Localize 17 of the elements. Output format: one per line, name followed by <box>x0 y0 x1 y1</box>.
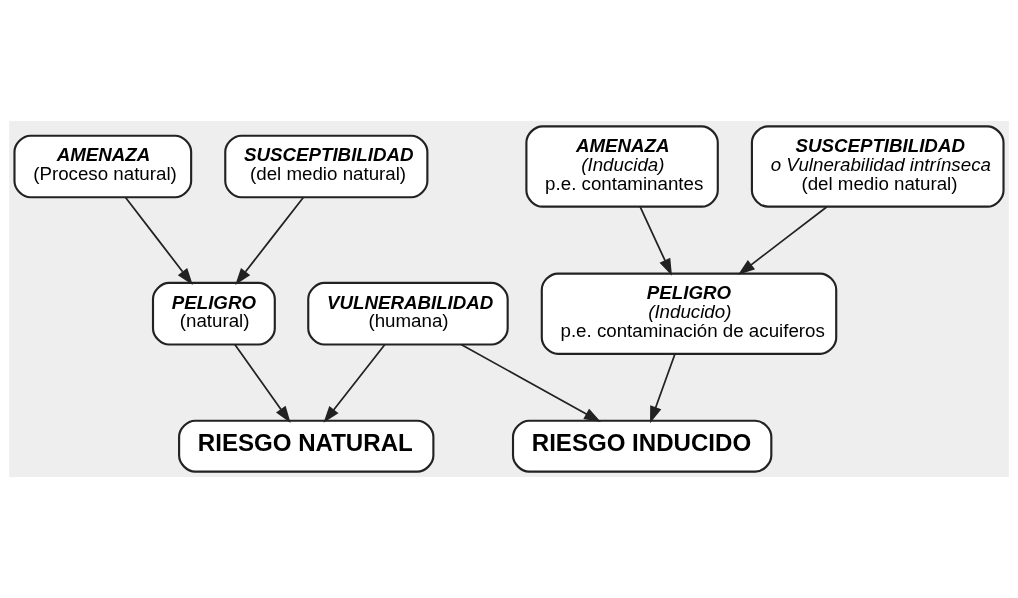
arrow <box>460 343 601 423</box>
node-box: AMENAZA (Inducida) p.e. contaminantes <box>525 125 719 208</box>
node-box: AMENAZA (Proceso natural) <box>13 134 193 199</box>
node-box: SUSCEPTIBILIDAD (del medio natural) <box>224 134 429 199</box>
arrow <box>650 353 676 424</box>
arrow <box>323 343 386 423</box>
arrow <box>235 196 305 285</box>
arrow <box>639 206 672 276</box>
node-box: RIESGO NATURAL <box>178 419 435 473</box>
arrow <box>234 343 291 423</box>
node-box: SUSCEPTIBILIDAD o Vulnerabilidad intrínseca (del medio natural) <box>750 125 1005 208</box>
node-box: VULNERABILIDAD (humana) <box>307 281 509 346</box>
arrow <box>738 206 828 275</box>
node-box: PELIGRO (Inducido) p.e. contaminación de acuiferos <box>540 272 838 355</box>
node-box: RIESGO INDUCIDO <box>511 419 773 473</box>
node-box: PELIGRO (natural) <box>151 281 276 346</box>
arrow <box>124 196 193 285</box>
